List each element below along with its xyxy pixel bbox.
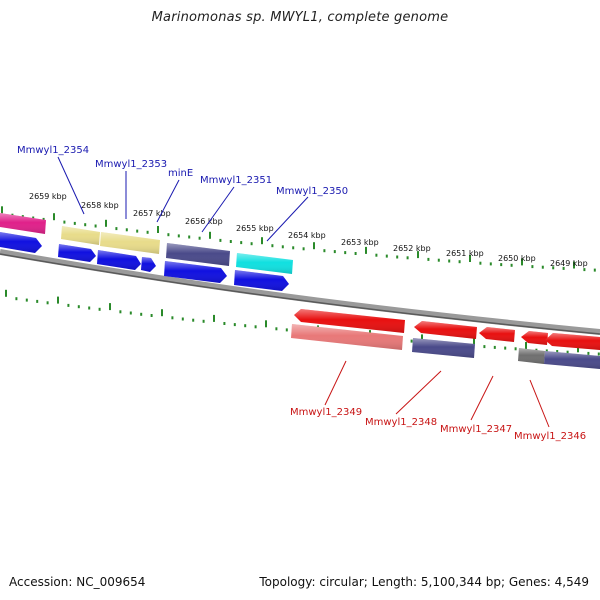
feature-gloss <box>58 244 96 262</box>
feature-gloss <box>141 257 156 272</box>
feature-gloss <box>414 321 477 339</box>
kbp-label: 2656 kbp <box>185 217 223 226</box>
feature-gloss <box>100 232 160 254</box>
feature-gloss <box>518 348 545 364</box>
outer-tick-track <box>1 206 596 272</box>
label-leader-line <box>266 196 309 242</box>
bottom-gene-labels: Mmwyl1_2349 Mmwyl1_2348 Mmwyl1_2347 Mmwy… <box>290 360 586 442</box>
gene-label-mmwyl1-2350[interactable]: Mmwyl1_2350 <box>276 186 348 197</box>
label-leader-line <box>156 179 180 223</box>
feature-gloss <box>545 333 600 350</box>
gene-label-mmwyl1-2354[interactable]: Mmwyl1_2354 <box>17 145 89 156</box>
feature-gloss <box>234 270 289 291</box>
kbp-label: 2650 kbp <box>498 254 536 263</box>
gene-label-mmwyl1-2353[interactable]: Mmwyl1_2353 <box>95 159 167 170</box>
kbp-label: 2652 kbp <box>393 244 431 253</box>
label-leader-line <box>57 156 85 215</box>
feature-highlight <box>0 213 600 369</box>
kbp-scale: 2659 kbp 2658 kbp 2657 kbp 2656 kbp 2655… <box>29 192 588 268</box>
label-leader-line <box>529 379 550 428</box>
genome-backbone <box>0 249 600 335</box>
gene-label-mmwyl1-2349[interactable]: Mmwyl1_2349 <box>290 407 362 418</box>
gene-label-mmwyl1-2347[interactable]: Mmwyl1_2347 <box>440 424 512 435</box>
map-title: Marinomonas sp. MWYL1, complete genome <box>151 10 449 25</box>
feature-gloss <box>544 351 600 369</box>
top-gene-labels: Mmwyl1_2354 Mmwyl1_2353 minE Mmwyl1_2351… <box>17 145 348 242</box>
feature-gloss <box>0 232 42 253</box>
gene-label-mmwyl1-2348[interactable]: Mmwyl1_2348 <box>365 417 437 428</box>
kbp-label: 2659 kbp <box>29 192 67 201</box>
feature-gloss <box>479 327 515 342</box>
feature-gloss <box>61 226 100 245</box>
feature-gloss <box>0 213 46 234</box>
feature-gloss <box>412 338 475 358</box>
kbp-label: 2651 kbp <box>446 249 484 258</box>
label-leader-line <box>470 375 494 421</box>
kbp-label: 2654 kbp <box>288 231 326 240</box>
genome-backbone-shadow <box>0 253 600 335</box>
gene-label-mine[interactable]: minE <box>168 168 193 179</box>
feature-gloss <box>97 250 141 270</box>
genome-summary-text: Topology: circular; Length: 5,100,344 bp… <box>259 575 589 589</box>
accession-text: Accession: NC_009654 <box>9 575 146 589</box>
feature-gloss <box>291 324 403 350</box>
kbp-label: 2649 kbp <box>550 259 588 268</box>
kbp-label: 2658 kbp <box>81 201 119 210</box>
feature-gloss <box>164 261 227 283</box>
label-leader-line <box>395 370 442 415</box>
label-leader-line <box>201 186 235 233</box>
feature-gloss <box>521 331 548 345</box>
kbp-label: 2655 kbp <box>236 224 274 233</box>
feature-gloss <box>294 309 405 333</box>
gene-label-mmwyl1-2346[interactable]: Mmwyl1_2346 <box>514 431 586 442</box>
kbp-label: 2653 kbp <box>341 238 379 247</box>
feature-gloss <box>236 253 293 274</box>
kbp-label: 2657 kbp <box>133 209 171 218</box>
gene-label-mmwyl1-2351[interactable]: Mmwyl1_2351 <box>200 175 272 186</box>
label-leader-line <box>324 360 347 406</box>
feature-gloss <box>166 243 230 266</box>
